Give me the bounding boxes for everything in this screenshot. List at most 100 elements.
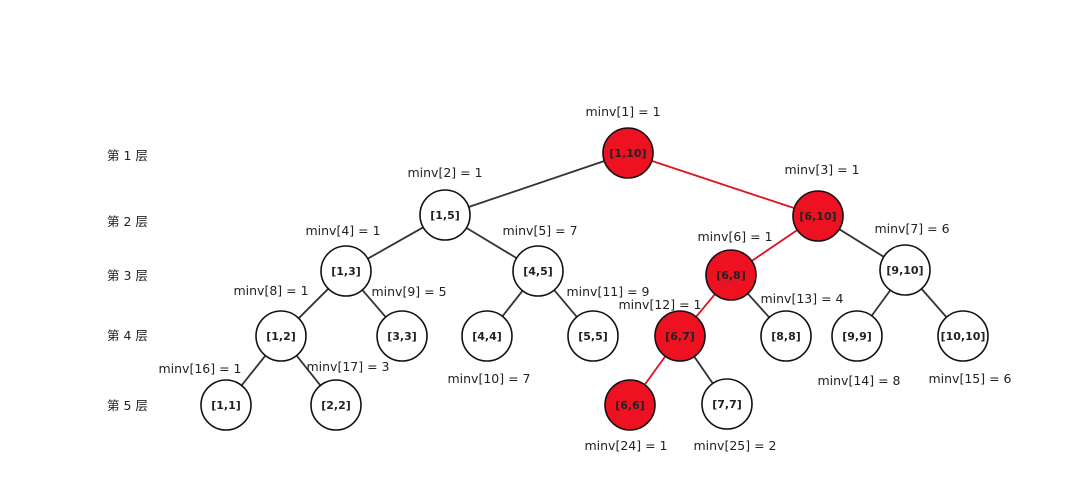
minv-annotations: minv[1] = 1 minv[2] = 1 minv[3] = 1 minv[4]… [158, 104, 1011, 453]
level-labels: 第 1 层 第 2 层 第 3 层 第 4 层 第 5 层 [107, 148, 148, 413]
tree-node-label-10: [4,4] [472, 330, 502, 343]
edge-6-13 [747, 292, 770, 319]
edge-3-6 [751, 229, 798, 262]
minv-label-2: minv[2] = 1 [407, 165, 482, 180]
minv-label-24: minv[24] = 1 [584, 438, 667, 453]
level-label-1: 第 1 层 [107, 148, 148, 163]
edge-5-11 [553, 289, 578, 318]
edge-8-16 [240, 354, 267, 387]
tree-node-label-24: [6,6] [615, 399, 645, 412]
tree-node-label-12: [6,7] [665, 330, 695, 343]
tree-node-circle-8 [255, 310, 307, 362]
tree-node-10: [4,4] [461, 310, 513, 362]
edge-1-3 [651, 160, 795, 209]
tree-edges [240, 160, 948, 387]
tree-node-13: [8,8] [760, 310, 812, 362]
tree-node-label-7: [9,10] [886, 264, 923, 277]
tree-node-circle-3 [792, 190, 844, 242]
tree-node-12: [6,7] [654, 310, 706, 362]
minv-label-4: minv[4] = 1 [305, 223, 380, 238]
tree-node-label-3: [6,10] [799, 210, 836, 223]
tree-node-14: [9,9] [831, 310, 883, 362]
tree-node-label-14: [9,9] [842, 330, 872, 343]
edge-12-24 [643, 355, 667, 386]
tree-node-17: [2,2] [310, 379, 362, 431]
edge-6-12 [695, 293, 716, 318]
tree-node-label-25: [7,7] [712, 398, 742, 411]
tree-nodes: [1,10] [1,5] [6,10] [1,3] [4,5] [6,8] [9,10] [1… [200, 127, 989, 431]
edge-2-4 [367, 226, 424, 260]
edge-5-10 [501, 290, 524, 317]
tree-node-8: [1,2] [255, 310, 307, 362]
edge-8-17 [295, 354, 322, 387]
tree-node-1: [1,10] [602, 127, 654, 179]
tree-node-label-11: [5,5] [578, 330, 608, 343]
minv-label-8: minv[8] = 1 [233, 283, 308, 298]
tree-node-label-6: [6,8] [716, 269, 746, 282]
tree-node-6: [6,8] [705, 249, 757, 301]
tree-node-9: [3,3] [376, 310, 428, 362]
edge-3-7 [838, 228, 885, 258]
level-label-4: 第 4 层 [107, 328, 148, 343]
tree-node-label-13: [8,8] [771, 330, 801, 343]
tree-node-16: [1,1] [200, 379, 252, 431]
tree-node-3: [6,10] [792, 190, 844, 242]
minv-label-9: minv[9] = 5 [371, 284, 446, 299]
tree-node-circle-4 [320, 245, 372, 297]
edge-2-5 [465, 227, 518, 259]
minv-label-17: minv[17] = 3 [306, 359, 389, 374]
tree-node-circle-9 [376, 310, 428, 362]
tree-node-circle-15 [937, 310, 989, 362]
minv-label-11: minv[11] = 9 [566, 284, 649, 299]
tree-node-circle-5 [512, 245, 564, 297]
tree-node-circle-24 [604, 379, 656, 431]
minv-label-10: minv[10] = 7 [447, 371, 530, 386]
tree-node-circle-7 [879, 244, 931, 296]
tree-node-25: [7,7] [701, 378, 753, 430]
tree-node-5: [4,5] [512, 245, 564, 297]
minv-label-15: minv[15] = 6 [928, 371, 1011, 386]
minv-label-14: minv[14] = 8 [817, 373, 900, 388]
minv-label-5: minv[5] = 7 [502, 223, 577, 238]
tree-node-label-5: [4,5] [523, 265, 553, 278]
tree-node-24: [6,6] [604, 379, 656, 431]
minv-label-7: minv[7] = 6 [874, 221, 949, 236]
tree-node-circle-11 [567, 310, 619, 362]
tree-node-label-15: [10,10] [941, 330, 986, 343]
minv-label-12: minv[12] = 1 [618, 297, 701, 312]
edge-7-15 [920, 288, 948, 318]
level-label-5: 第 5 层 [107, 398, 148, 413]
level-label-3: 第 3 层 [107, 268, 148, 283]
minv-label-3: minv[3] = 1 [784, 162, 859, 177]
edge-1-2 [468, 160, 605, 208]
tree-node-circle-2 [419, 189, 471, 241]
minv-label-16: minv[16] = 1 [158, 361, 241, 376]
tree-node-4: [1,3] [320, 245, 372, 297]
minv-label-25: minv[25] = 2 [693, 438, 776, 453]
tree-node-circle-14 [831, 310, 883, 362]
edge-7-14 [870, 289, 892, 317]
minv-label-6: minv[6] = 1 [697, 229, 772, 244]
tree-node-2: [1,5] [419, 189, 471, 241]
edge-4-9 [361, 289, 387, 318]
tree-node-circle-16 [200, 379, 252, 431]
minv-label-1: minv[1] = 1 [585, 104, 660, 119]
tree-node-15: [10,10] [937, 310, 989, 362]
tree-node-circle-6 [705, 249, 757, 301]
tree-node-circle-10 [461, 310, 513, 362]
tree-node-circle-25 [701, 378, 753, 430]
tree-node-label-17: [2,2] [321, 399, 351, 412]
tree-node-circle-13 [760, 310, 812, 362]
edge-4-8 [298, 288, 329, 319]
tree-node-label-9: [3,3] [387, 330, 417, 343]
tree-node-11: [5,5] [567, 310, 619, 362]
edge-12-25 [693, 356, 714, 384]
tree-node-circle-1 [602, 127, 654, 179]
tree-node-label-2: [1,5] [430, 209, 460, 222]
tree-node-label-8: [1,2] [266, 330, 296, 343]
tree-node-label-4: [1,3] [331, 265, 361, 278]
tree-node-circle-17 [310, 379, 362, 431]
tree-node-label-1: [1,10] [609, 147, 646, 160]
minv-label-13: minv[13] = 4 [760, 291, 843, 306]
